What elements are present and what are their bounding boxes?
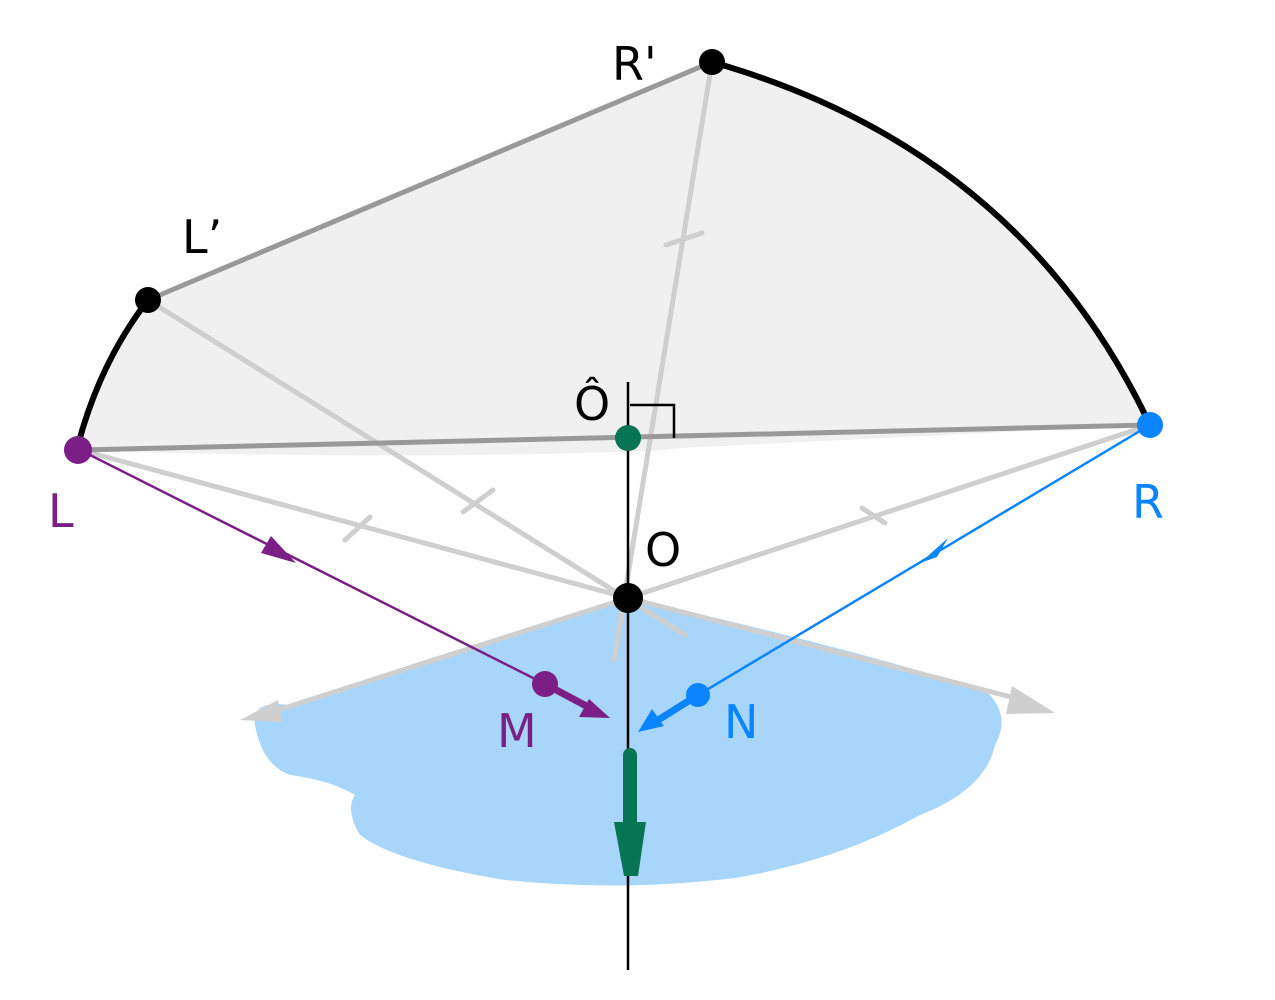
line-Rprime-to-O <box>611 59 715 663</box>
label-O: O <box>645 523 681 577</box>
right-ray-arrowhead <box>1006 686 1055 714</box>
label-L: L <box>48 484 74 538</box>
line-Lprime-to-O <box>145 297 688 638</box>
sector-region <box>78 62 1150 456</box>
point-Lprime <box>135 287 161 313</box>
incident-ray-L <box>79 448 546 686</box>
tick-mark <box>663 230 705 248</box>
point-O-hat <box>615 425 641 451</box>
chord-L-R <box>77 422 1153 453</box>
label-R-prime: R' <box>612 37 657 91</box>
label-L-prime: L’ <box>182 210 222 264</box>
purple-ray-arrowhead <box>261 536 296 563</box>
left-ray-arrowhead <box>240 700 282 722</box>
right-angle-marker <box>630 403 676 438</box>
line-L-to-O <box>77 447 631 601</box>
label-N: N <box>724 695 758 749</box>
vector-N-arrowhead <box>638 709 664 732</box>
point-R <box>1137 412 1163 438</box>
tick-mark <box>859 505 888 526</box>
label-O-hat: Ô <box>574 376 610 431</box>
label-M: M <box>497 704 537 758</box>
point-N <box>686 683 710 707</box>
normal-vector-arrowhead <box>614 822 646 876</box>
tick-mark <box>460 487 496 515</box>
chord-Lprime-Rprime <box>145 59 715 303</box>
arc-Rprime-to-R <box>709 59 1153 428</box>
label-R: R <box>1132 475 1164 529</box>
vector-M-arrowhead <box>579 699 610 718</box>
point-L <box>64 436 92 464</box>
tick-mark <box>342 514 373 543</box>
point-Rprime <box>699 49 725 75</box>
ray-O-to-right <box>625 595 1018 701</box>
point-M <box>532 671 558 697</box>
line-R-to-O <box>625 422 1153 601</box>
ray-O-to-left <box>275 595 631 713</box>
construction-lines <box>77 59 1153 713</box>
blue-ray-arrowhead <box>920 538 948 563</box>
point-O <box>613 583 643 613</box>
arc-L-to-Lprime <box>75 297 151 448</box>
